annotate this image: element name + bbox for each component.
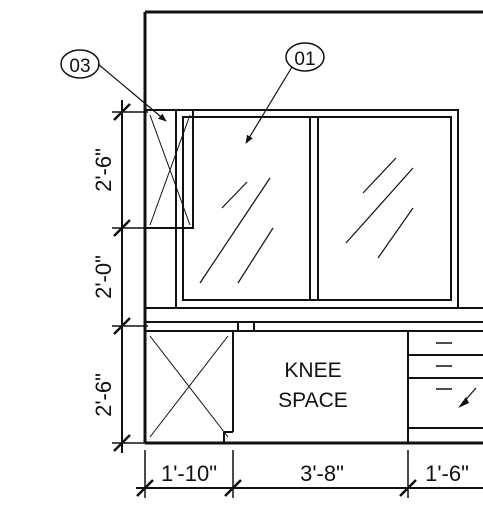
- horizontal-dimension-string: [136, 450, 483, 498]
- drawer-arrow-icon: [458, 397, 469, 408]
- callout-03-label: 03: [69, 56, 90, 77]
- dim-vertical-upper: 2'-6": [91, 148, 116, 192]
- knee-space-label-line1: KNEE: [284, 359, 341, 382]
- callout-01: 01: [245, 42, 325, 144]
- countertop: [145, 307, 483, 332]
- lower-left-cabinet: [149, 331, 234, 443]
- dim-vertical-middle: 2'-0": [91, 255, 116, 299]
- dim-vertical-lower: 2'-6": [91, 373, 116, 417]
- dim-horizontal-right: 1'-6": [425, 461, 469, 486]
- callout-03: 03: [60, 49, 167, 122]
- window-frame: [175, 109, 459, 309]
- dim-horizontal-left: 1'-10": [161, 461, 217, 486]
- knee-space: KNEE SPACE: [278, 331, 409, 443]
- glass-hatch: [199, 157, 414, 284]
- dim-horizontal-middle: 3'-8": [300, 461, 344, 486]
- upper-cabinet: [144, 109, 194, 229]
- callout-01-label: 01: [294, 49, 315, 70]
- vertical-dimension-string: [112, 100, 148, 453]
- knee-space-label-line2: SPACE: [278, 389, 348, 412]
- drawer-stack: [408, 342, 483, 429]
